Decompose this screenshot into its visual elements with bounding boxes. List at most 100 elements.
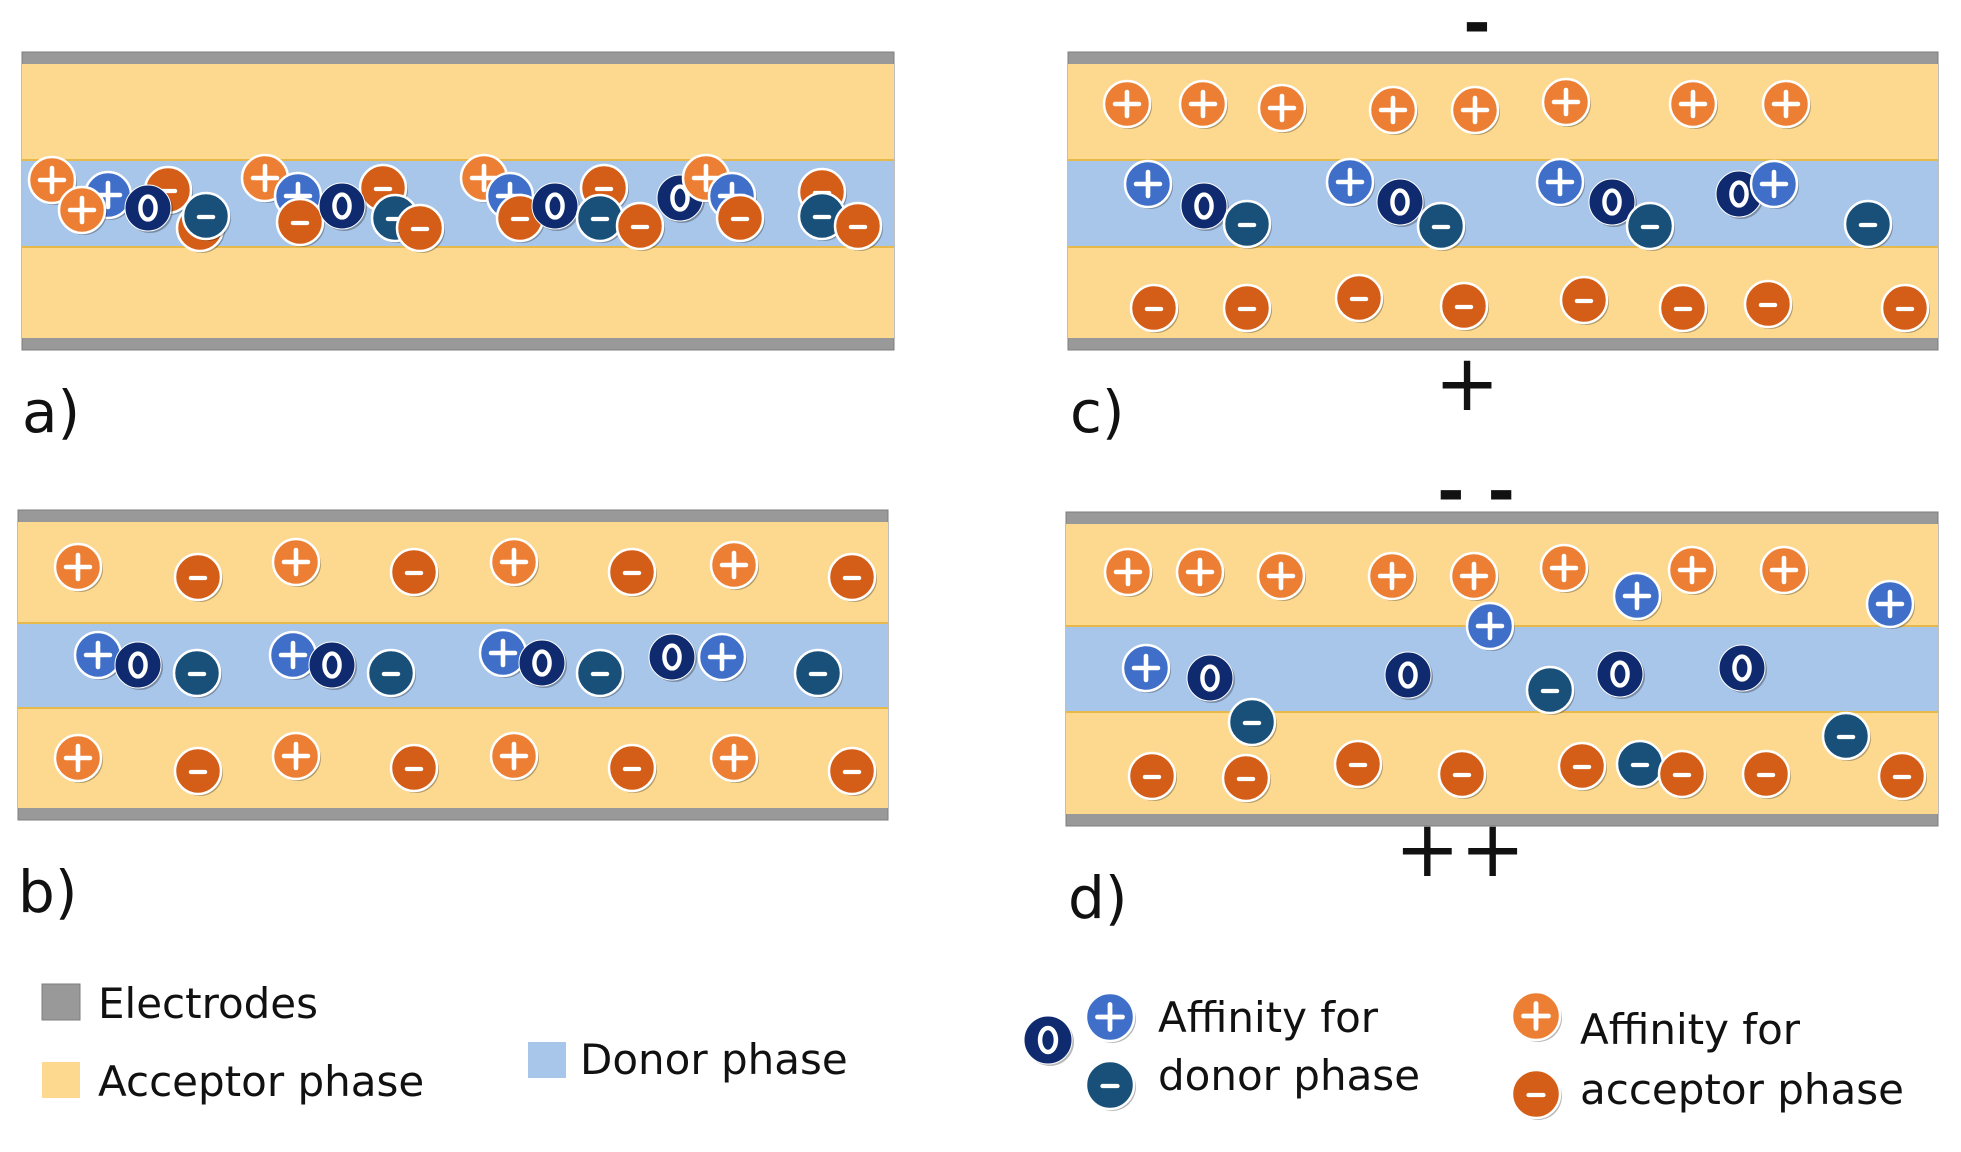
acceptor-minus-particle [1439, 281, 1489, 331]
acceptor-minus-particle [1557, 741, 1607, 791]
donor-neutral-particle [531, 182, 580, 231]
acceptor-plus-particle [1759, 545, 1809, 595]
acceptor-minus-particle [1221, 753, 1271, 803]
donor-plus-particle [1325, 157, 1375, 207]
donor-minus-particle [1821, 711, 1871, 761]
panel-label-b: b) [18, 858, 77, 926]
acceptor-plus-particle [1450, 85, 1500, 135]
donor-minus-particle [793, 648, 843, 698]
donor-minus-particle [1843, 199, 1893, 249]
donor-neutral-particle [518, 639, 567, 688]
legend-label-acceptor-phase: Acceptor phase [98, 1057, 424, 1106]
donor-neutral-particle [318, 182, 367, 231]
legend-label-acceptor-affinity-1: Affinity for [1580, 1005, 1801, 1054]
acceptor-plus-particle [1367, 551, 1417, 601]
legend-label-electrodes: Electrodes [98, 979, 318, 1028]
panel-d-top-sign: - - [1437, 453, 1515, 530]
donor-neutral-particle [1023, 1015, 1074, 1066]
legend: Electrodes Acceptor phase Donor phase Af… [41, 979, 1904, 1120]
acceptor-minus-particle [395, 203, 445, 253]
legend-swatch-donor-phase [528, 1042, 566, 1078]
acceptor-plus-particle [271, 731, 321, 781]
acceptor-minus-particle [1222, 283, 1272, 333]
donor-minus-particle [1525, 665, 1575, 715]
acceptor-plus-particle [53, 542, 103, 592]
donor-plus-particle [1084, 991, 1136, 1043]
donor-minus-particle [181, 191, 231, 241]
acceptor-plus-particle [1667, 545, 1717, 595]
legend-swatch-acceptor-phase [42, 1062, 80, 1098]
acceptor-minus-particle [1741, 749, 1791, 799]
legend-label-donor-affinity-2: donor phase [1158, 1051, 1420, 1100]
acceptor-minus-particle [1880, 283, 1930, 333]
donor-neutral-particle [1180, 182, 1229, 231]
acceptor-minus-particle [1510, 1068, 1562, 1120]
acceptor-minus-particle [827, 552, 877, 602]
donor-minus-particle [172, 648, 222, 698]
donor-neutral-particle [1718, 644, 1767, 693]
acceptor-minus-particle [1877, 751, 1927, 801]
acceptor-plus-particle [1103, 547, 1153, 597]
panel-c [1067, 51, 1939, 351]
legend-swatch-electrodes [41, 983, 81, 1021]
acceptor-minus-particle [833, 201, 883, 251]
donor-plus-particle [268, 630, 318, 680]
panel-c-top-sign: - [1463, 0, 1490, 62]
acceptor-layer-bottom-d [1066, 712, 1938, 814]
legend-label-donor-phase: Donor phase [580, 1035, 848, 1084]
donor-plus-particle [1535, 157, 1585, 207]
panel-label-d: d) [1068, 864, 1127, 932]
panel-label-a: a) [22, 378, 80, 446]
donor-plus-particle [73, 630, 123, 680]
donor-neutral-particle [1376, 178, 1425, 227]
acceptor-plus-particle [1761, 79, 1811, 129]
acceptor-minus-particle [173, 552, 223, 602]
acceptor-plus-particle [489, 537, 539, 587]
acceptor-minus-particle [607, 743, 657, 793]
donor-plus-particle [1121, 643, 1171, 693]
acceptor-plus-particle [57, 185, 107, 235]
particles-layer [27, 77, 1930, 803]
acceptor-plus-particle [1175, 547, 1225, 597]
acceptor-minus-particle [1129, 283, 1179, 333]
acceptor-minus-particle [715, 193, 765, 243]
donor-plus-particle [1749, 159, 1799, 209]
acceptor-minus-particle [1127, 751, 1177, 801]
donor-plus-particle [1612, 571, 1662, 621]
acceptor-minus-particle [1333, 739, 1383, 789]
donor-neutral-particle [1186, 654, 1235, 703]
donor-plus-particle [1865, 579, 1915, 629]
acceptor-minus-particle [615, 201, 665, 251]
acceptor-plus-particle [1449, 551, 1499, 601]
donor-neutral-particle [308, 641, 357, 690]
acceptor-plus-particle [709, 733, 759, 783]
acceptor-plus-particle [1510, 990, 1562, 1042]
acceptor-plus-particle [1668, 79, 1718, 129]
donor-plus-particle [478, 628, 528, 678]
donor-neutral-particle [1384, 651, 1433, 700]
donor-minus-particle [1615, 739, 1665, 789]
acceptor-layer-bottom-a [22, 247, 894, 338]
donor-minus-particle [1227, 697, 1277, 747]
acceptor-minus-particle [275, 197, 325, 247]
acceptor-minus-particle [1658, 283, 1708, 333]
acceptor-plus-particle [271, 537, 321, 587]
donor-minus-particle [1084, 1059, 1136, 1111]
acceptor-minus-particle [1743, 279, 1793, 329]
donor-minus-particle [1416, 201, 1466, 251]
acceptor-plus-particle [1102, 79, 1152, 129]
acceptor-layer-top-a [22, 64, 894, 160]
acceptor-minus-particle [1559, 275, 1609, 325]
acceptor-layer-bottom-c [1068, 247, 1938, 338]
donor-minus-particle [575, 193, 625, 243]
acceptor-minus-particle [827, 746, 877, 796]
donor-minus-particle [1625, 201, 1675, 251]
panel-label-c: c) [1070, 378, 1125, 446]
donor-neutral-particle [648, 633, 697, 682]
donor-minus-particle [1222, 199, 1272, 249]
donor-minus-particle [366, 648, 416, 698]
acceptor-plus-particle [1368, 85, 1418, 135]
legend-label-acceptor-affinity-2: acceptor phase [1580, 1065, 1904, 1114]
donor-neutral-particle [1596, 650, 1645, 699]
